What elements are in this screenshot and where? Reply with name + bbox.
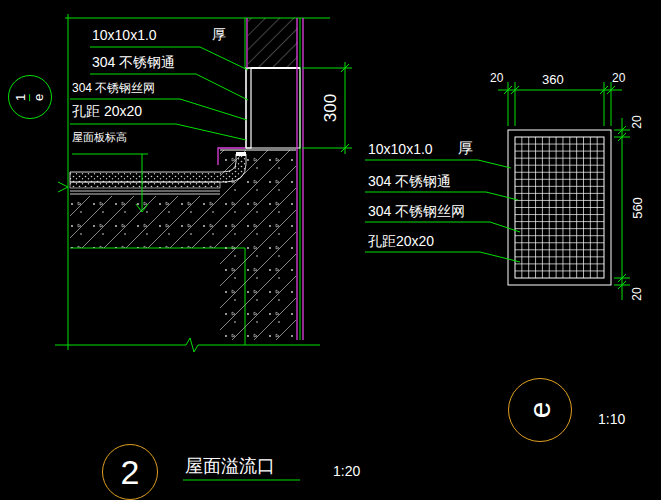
mesh-line — [515, 165, 604, 166]
annotation-text: 360 — [542, 73, 564, 86]
annotation-text: 304 不锈钢丝网 — [368, 204, 465, 218]
mesh-line — [515, 179, 604, 180]
dimension-text: 20 — [631, 287, 643, 300]
roof-slab — [70, 196, 220, 248]
marker-text: 1 — [14, 93, 27, 100]
mesh-line — [515, 158, 604, 159]
mesh-line — [515, 200, 604, 201]
roof-layers — [70, 152, 246, 194]
annotation-text: 304 不锈钢通 — [92, 55, 175, 69]
dimension-text: 560 — [631, 197, 644, 219]
annotation-text: 1:10 — [598, 412, 625, 426]
title-underline — [183, 480, 300, 481]
overflow-opening — [246, 68, 300, 148]
detail-marker-circle: 1e — [8, 75, 52, 119]
marker-text: e — [525, 402, 555, 419]
frame-lines — [55, 14, 330, 352]
annotation-text: 1:20 — [333, 464, 360, 478]
dimension-lines — [498, 82, 630, 300]
annotation-text: 10x10x1.0 — [92, 28, 157, 42]
wall-hatch — [248, 18, 298, 68]
mesh-line — [515, 151, 604, 152]
drawing-title: 屋面溢流口 — [185, 457, 275, 475]
mesh-line — [515, 263, 604, 264]
annotation-text: 孔距 20x20 — [72, 104, 142, 118]
mesh-line — [515, 242, 604, 243]
annotation-text: 20 — [490, 72, 503, 84]
dimension-text: 300 — [322, 94, 339, 122]
mesh-line — [515, 193, 604, 194]
mesh-line — [515, 214, 604, 215]
marker-text: 2 — [121, 455, 140, 489]
annotation-text: 20 — [612, 72, 625, 84]
mesh-grid — [508, 130, 611, 285]
mesh-line — [515, 186, 604, 187]
mesh-line — [515, 235, 604, 236]
mesh-line — [515, 249, 604, 250]
mesh-line — [515, 144, 604, 145]
mesh-line — [515, 256, 604, 257]
annotation-text: 10x10x1.0 — [368, 142, 433, 156]
detail-marker-circle: e — [508, 378, 572, 442]
beam-top — [220, 150, 296, 151]
annotation-text: 屋面板标高 — [72, 132, 127, 143]
opening-lintel — [251, 67, 300, 69]
dimension-text: 20 — [631, 115, 643, 128]
annotation-text: 孔距20x20 — [368, 234, 434, 248]
annotation-text: 厚 — [212, 27, 226, 41]
mesh-line — [515, 221, 604, 222]
mesh-line — [515, 207, 604, 208]
dimension-300 — [302, 62, 352, 154]
annotation-text: 厚 — [458, 140, 473, 155]
steel-tube — [246, 68, 251, 148]
annotation-text: 304 不锈钢通 — [368, 174, 451, 188]
detail-marker-circle: 2 — [102, 444, 158, 500]
marker-text: e — [29, 93, 45, 100]
mesh-line — [515, 228, 604, 229]
leader-lines — [70, 47, 248, 140]
leader-lines — [365, 160, 520, 262]
annotation-text: 304 不锈钢丝网 — [72, 82, 155, 94]
mesh-line — [515, 172, 604, 173]
elevation-mark — [58, 154, 148, 212]
mesh-line — [515, 270, 604, 271]
